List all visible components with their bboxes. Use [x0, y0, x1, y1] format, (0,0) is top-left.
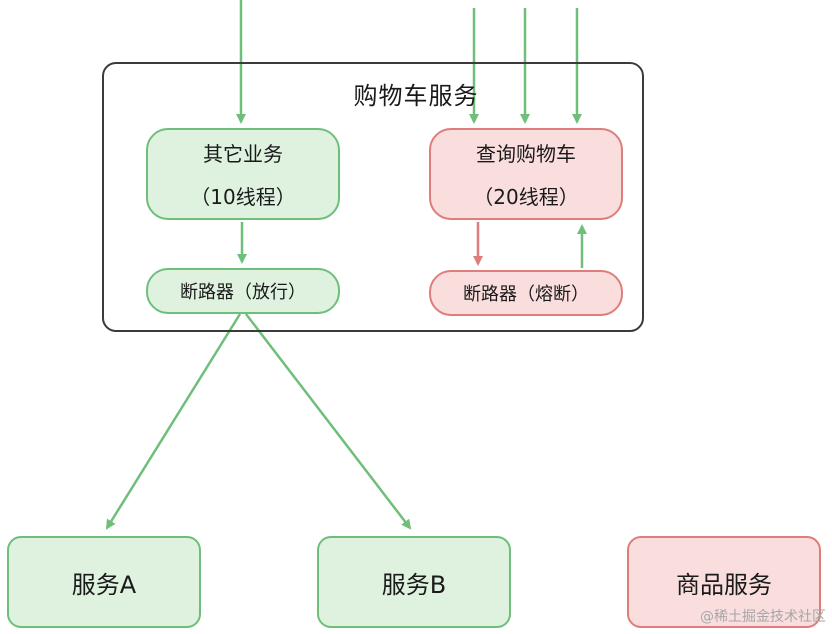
product-service-label: 商品服务	[676, 570, 772, 599]
service-b-node: 服务B	[317, 536, 511, 628]
product-service-node: 商品服务	[627, 536, 821, 628]
breaker-fused-node: 断路器（熔断）	[429, 270, 623, 316]
cart-service-container	[102, 62, 644, 332]
query-cart-node: 查询购物车 （20线程）	[429, 128, 623, 220]
arrow-breaker-to-service-b	[245, 313, 412, 530]
other-business-label: 其它业务	[203, 142, 283, 166]
other-business-threads: （10线程）	[190, 185, 296, 209]
service-a-label: 服务A	[71, 570, 137, 599]
arrow-breaker-to-service-a	[105, 313, 242, 530]
service-a-node: 服务A	[7, 536, 201, 628]
other-business-node: 其它业务 （10线程）	[146, 128, 340, 220]
breaker-fused-label: 断路器（熔断）	[463, 284, 589, 305]
breaker-open-label: 断路器（放行）	[180, 282, 306, 303]
query-cart-threads: （20线程）	[473, 185, 579, 209]
watermark-text: @稀土掘金技术社区	[700, 609, 826, 625]
service-b-label: 服务B	[381, 570, 447, 599]
query-cart-label: 查询购物车	[476, 142, 576, 166]
cart-service-title: 购物车服务	[353, 82, 479, 110]
breaker-open-node: 断路器（放行）	[146, 268, 340, 314]
